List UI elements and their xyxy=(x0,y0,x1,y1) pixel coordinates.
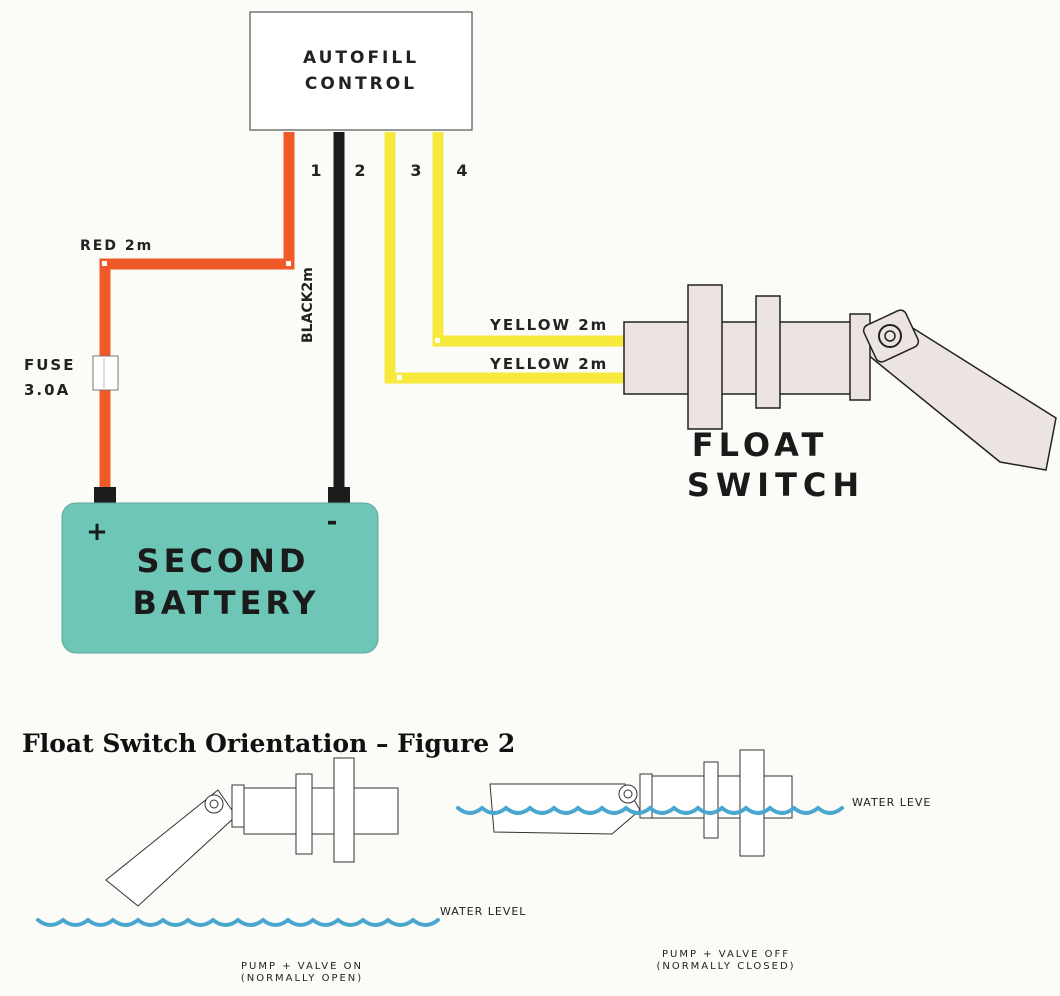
water-level-right-label: WATER LEVE xyxy=(852,796,931,809)
water-wave-left xyxy=(36,917,440,927)
float-switch-label-line1: FLOAT xyxy=(692,426,829,464)
battery-label-line1: SECOND xyxy=(137,542,310,580)
yellow-wire-upper-label: YELLOW 2m xyxy=(489,316,608,334)
autofill-control-line1: AUTOFILL xyxy=(303,48,419,68)
autofill-control-box: AUTOFILL CONTROL xyxy=(249,11,473,131)
wire-joints xyxy=(102,261,440,380)
figure-2-title: Float Switch Orientation – Figure 2 xyxy=(22,729,515,758)
second-battery: + - SECOND BATTERY xyxy=(61,487,379,654)
float-switch: FLOAT SWITCH xyxy=(623,284,1057,504)
terminal-2-label: 2 xyxy=(354,161,365,180)
yellow-wire-lower xyxy=(384,132,628,384)
terminal-3-label: 3 xyxy=(410,161,421,180)
autofill-control-line2: CONTROL xyxy=(305,74,417,94)
yellow-wire-lower-label: YELLOW 2m xyxy=(489,355,608,373)
fuse-label-line1: FUSE xyxy=(24,356,75,374)
float-switch-orientation-on: WATER LEVEL PUMP + VALVE ON (NORMALLY OP… xyxy=(36,757,526,984)
red-wire-label: RED 2m xyxy=(80,238,153,254)
fuse xyxy=(92,355,119,391)
water-wave-right xyxy=(456,805,844,815)
float-switch-orientation-off: WATER LEVE PUMP + VALVE OFF (NORMALLY CL… xyxy=(456,749,931,972)
terminal-1-label: 1 xyxy=(310,161,321,180)
red-wire xyxy=(99,132,295,492)
water-level-left-label: WATER LEVEL xyxy=(440,905,526,918)
fuse-label-line2: 3.0A xyxy=(24,381,70,399)
battery-label-line2: BATTERY xyxy=(133,584,320,622)
battery-minus-terminal-label: - xyxy=(327,507,338,537)
black-wire-label: BLACK2m xyxy=(300,267,316,343)
pump-valve-on-caption-line2: (NORMALLY OPEN) xyxy=(241,973,363,984)
pump-valve-off-caption-line1: PUMP + VALVE OFF xyxy=(662,949,790,960)
terminal-4-label: 4 xyxy=(456,161,467,180)
pump-valve-off-caption-line2: (NORMALLY CLOSED) xyxy=(656,961,795,972)
float-switch-label-line2: SWITCH xyxy=(687,466,865,504)
pump-valve-on-caption-line1: PUMP + VALVE ON xyxy=(241,961,363,972)
battery-plus-terminal-label: + xyxy=(86,517,108,547)
